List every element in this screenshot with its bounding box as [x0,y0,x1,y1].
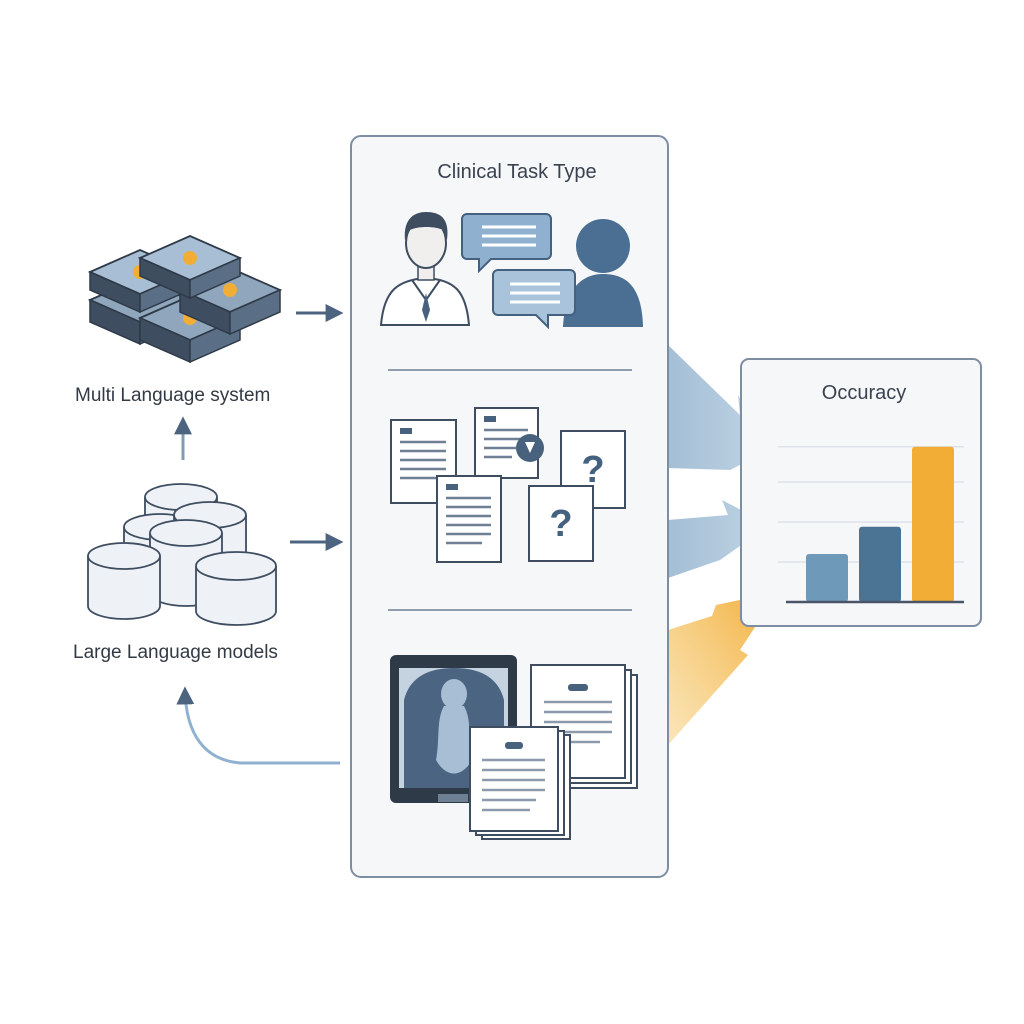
task-panel-title: Clinical Task Type [437,161,596,183]
download-badge-icon [516,434,544,462]
accuracy-chart [778,446,964,604]
imaging-report-illustration [390,655,638,840]
report-stack-icon [469,726,571,840]
chart-bar-1 [806,554,848,602]
chart-bar-3 [912,446,954,602]
chat-bubble-icon [461,213,552,274]
chat-bubble-icon [492,269,576,330]
question-card-icon: ? [528,485,594,562]
document-icon [436,475,502,563]
connector-arrows [174,304,344,765]
flow-arrow-bottom [668,592,778,745]
svg-text:?: ? [581,449,604,491]
patient-silhouette-icon [563,219,643,327]
svg-text:?: ? [549,503,572,545]
report-stack-icon [530,664,638,789]
document-qa-illustration: ? ? [390,407,626,563]
chart-bar-2 [859,526,901,602]
llm-stack-icon [87,483,277,626]
doctor-icon [379,212,471,326]
server-stack-icon [87,235,283,364]
large-language-models-label: Large Language models [73,642,278,663]
result-panel-title: Occuracy [822,382,906,404]
multi-language-system-label: Multi Language system [75,385,271,406]
arrow-llm-loop [176,686,340,765]
dialogue-illustration [379,212,643,330]
